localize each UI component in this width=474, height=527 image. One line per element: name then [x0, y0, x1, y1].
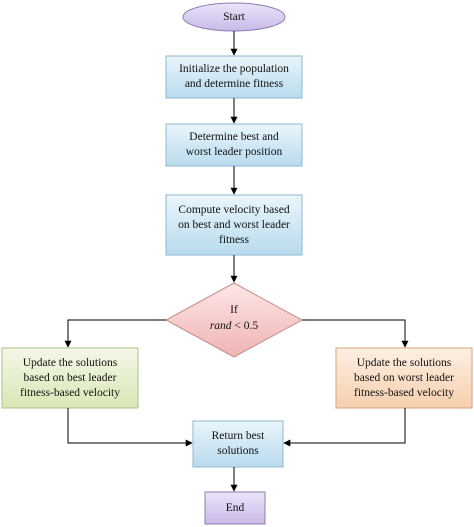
- update-worst-label: Update the solutions based on worst lead…: [336, 348, 472, 408]
- leader-label: Determine best and worst leader position: [166, 124, 302, 166]
- end-terminal: [204, 491, 266, 525]
- return-line-2: solutions: [217, 445, 259, 457]
- init-label: Initialize the population and determine …: [166, 56, 302, 98]
- update-best-label: Update the solutions based on best leade…: [2, 348, 138, 408]
- end-label: End: [205, 492, 265, 524]
- update-best-line-2: based on best leader: [23, 371, 117, 384]
- decision-condition: rand < 0.5: [184, 318, 284, 334]
- arrow-best-to-return: [67, 408, 193, 447]
- velocity-label: Compute velocity based on best and worst…: [166, 195, 302, 255]
- update-worst-line-3: fitness-based velocity: [354, 386, 454, 399]
- end-text: End: [225, 501, 245, 514]
- return-line-1: Return best: [211, 430, 265, 442]
- init-line-2: and determine fitness: [184, 78, 284, 90]
- leader-process-box: [165, 123, 303, 167]
- init-process-box: [165, 55, 303, 99]
- decision-label: If rand < 0.5: [184, 302, 284, 334]
- init-line-1: Initialize the population: [179, 63, 289, 75]
- update-worst-box: [335, 347, 473, 409]
- arrow-decision-to-worst: [302, 319, 409, 348]
- update-best-line-3: fitness-based velocity: [20, 386, 120, 399]
- decision-diamond: [164, 282, 304, 358]
- update-best-box: [1, 347, 139, 409]
- leader-line-2: worst leader position: [185, 146, 283, 158]
- decision-if: If: [230, 304, 238, 316]
- update-worst-line-2: based on worst leader: [354, 371, 454, 384]
- start-text: Start: [223, 10, 245, 23]
- velocity-line-1: Compute velocity based: [178, 203, 290, 216]
- start-label: Start: [183, 3, 285, 31]
- leader-line-1: Determine best and: [189, 131, 279, 143]
- decision-rest: < 0.5: [231, 320, 259, 332]
- arrow-worst-to-return: [283, 408, 406, 447]
- return-label: Return best solutions: [193, 421, 283, 467]
- velocity-process-box: [165, 194, 303, 256]
- velocity-line-2: on best and worst leader: [178, 218, 290, 231]
- arrow-decision-to-best: [64, 319, 166, 348]
- return-process-box: [192, 420, 284, 468]
- decision-var: rand: [209, 320, 232, 332]
- velocity-line-3: fitness: [218, 233, 250, 246]
- update-worst-line-1: Update the solutions: [356, 356, 452, 369]
- update-best-line-1: Update the solutions: [22, 356, 118, 369]
